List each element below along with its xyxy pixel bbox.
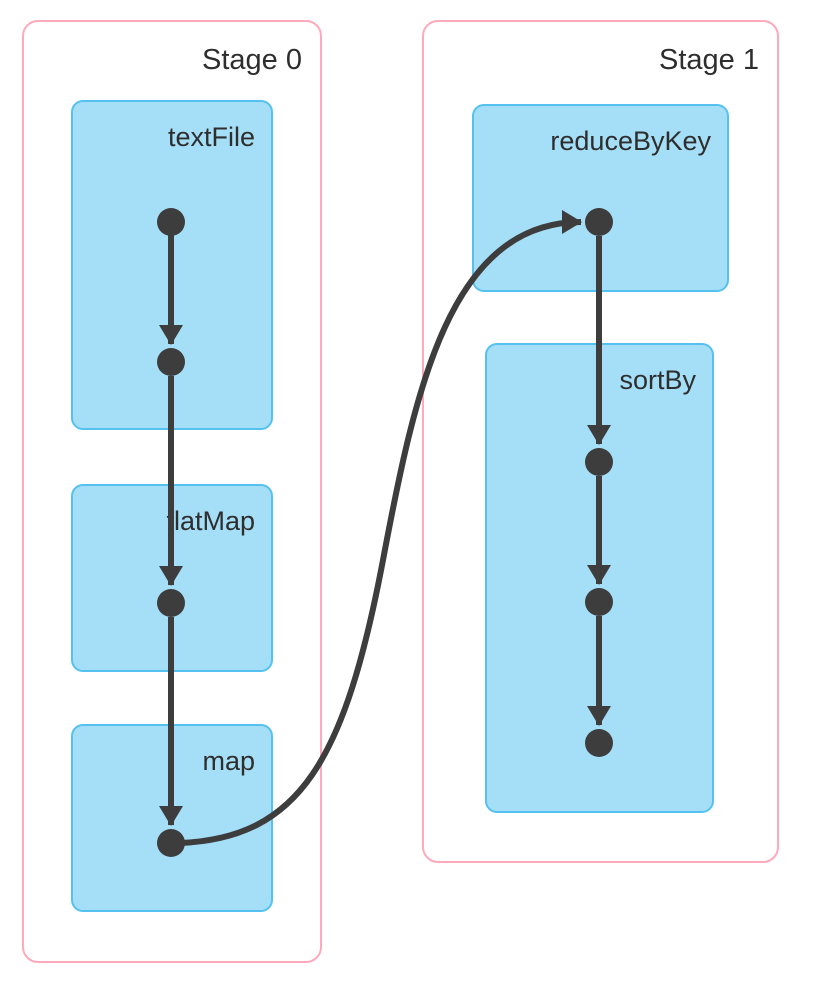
operation-sortby: sortBy: [485, 343, 714, 813]
operation-flatmap: flatMap: [71, 484, 273, 672]
operation-flatmap-label: flatMap: [166, 506, 255, 536]
operation-textfile: textFile: [71, 100, 273, 430]
operation-sortby-label: sortBy: [619, 365, 696, 395]
operation-reducebykey-label: reduceByKey: [550, 126, 711, 156]
operation-reducebykey: reduceByKey: [472, 104, 729, 292]
operation-map: map: [71, 724, 273, 912]
stage-1-label: Stage 1: [659, 44, 759, 76]
stage-0-label: Stage 0: [202, 44, 302, 76]
operation-map-label: map: [202, 746, 255, 776]
operation-textfile-label: textFile: [167, 122, 255, 152]
